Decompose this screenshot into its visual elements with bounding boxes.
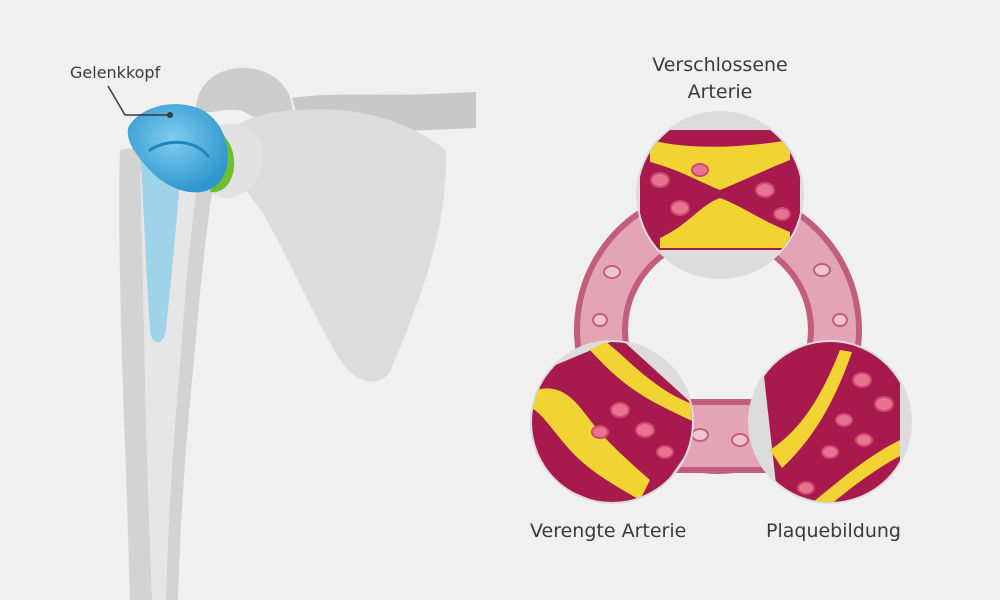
lens-occluded-artery xyxy=(636,111,804,279)
implant-head xyxy=(127,104,228,193)
scapula xyxy=(227,109,447,382)
label-joint-head: Gelenkkopf xyxy=(70,63,161,82)
label-narrowed-artery: Verengte Arterie xyxy=(530,520,687,542)
joint-head-pointer-dot xyxy=(167,112,173,118)
implant-head-highlight xyxy=(148,140,210,158)
lens-narrowed-artery xyxy=(530,340,694,504)
label-plaque-formation: Plaquebildung xyxy=(766,520,901,542)
shoulder-illustration xyxy=(107,67,476,600)
implant-stem xyxy=(140,149,182,343)
label-occluded-artery: Verschlossene Arterie xyxy=(620,52,820,106)
lens-plaque-formation xyxy=(748,340,912,504)
joint-head-pointer xyxy=(107,85,170,116)
acromion xyxy=(196,67,296,127)
label-occluded-artery-line1: Verschlossene xyxy=(652,54,788,76)
label-occluded-artery-line2: Arterie xyxy=(687,81,753,103)
